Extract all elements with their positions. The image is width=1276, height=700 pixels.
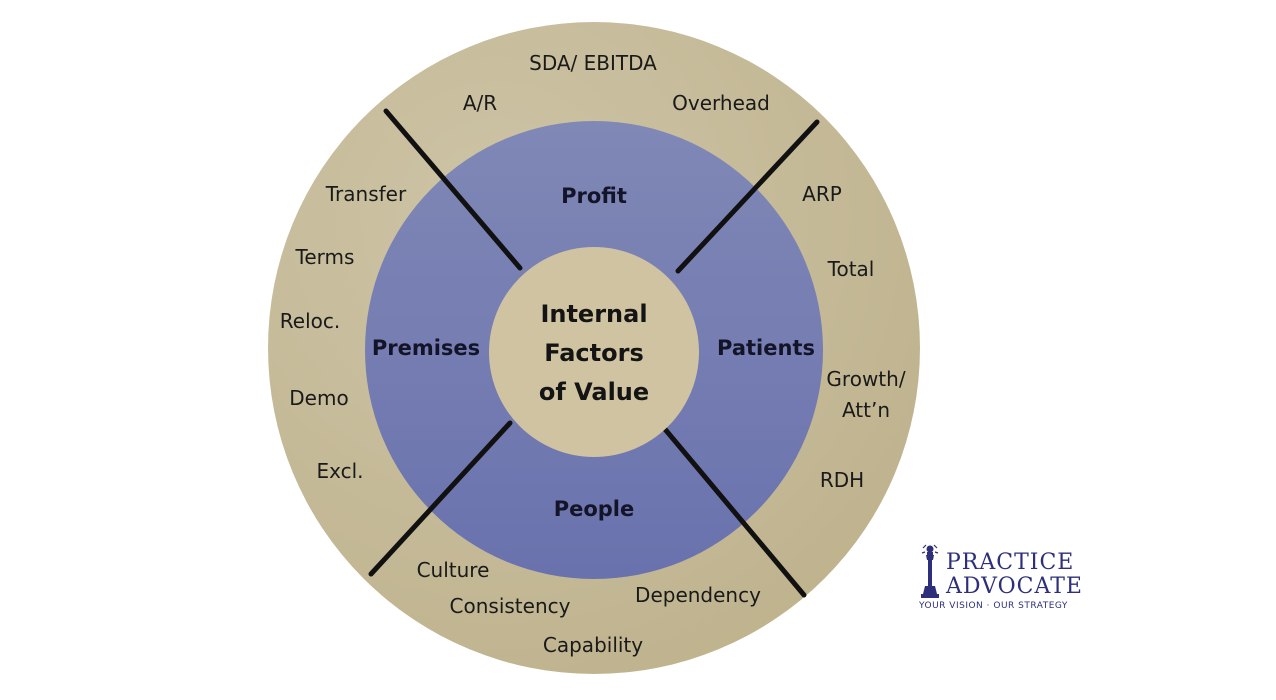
divider-line-bottom-left <box>368 420 513 577</box>
label-demo: Demo <box>289 386 348 410</box>
label-excl: Excl. <box>316 459 363 483</box>
logo-tagline: YOUR VISION · OUR STRATEGY <box>919 601 1068 611</box>
quadrant-profit: Profit <box>561 184 627 208</box>
chess-pawn-icon <box>921 544 939 598</box>
center-title-line-3: of Value <box>539 378 649 406</box>
center-title-line-1: Internal <box>540 300 647 328</box>
label-arp: ARP <box>802 182 842 206</box>
logo-line-1: PRACTICE <box>946 550 1075 575</box>
quadrant-people: People <box>554 497 635 521</box>
label-attn: Att’n <box>842 398 890 422</box>
label-overhead: Overhead <box>672 91 770 115</box>
quadrant-patients: Patients <box>717 336 815 360</box>
divider-line-top-left <box>383 108 523 271</box>
divider-line-top-right <box>675 119 820 274</box>
label-consistency: Consistency <box>450 594 571 618</box>
label-dependency: Dependency <box>635 583 761 607</box>
center-circle <box>489 247 699 457</box>
label-ar: A/R <box>463 91 497 115</box>
label-culture: Culture <box>417 558 490 582</box>
center-title-line-2: Factors <box>544 339 644 367</box>
label-sda-ebitda: SDA/ EBITDA <box>529 51 657 75</box>
quadrant-premises: Premises <box>372 336 480 360</box>
label-transfer: Transfer <box>325 182 407 206</box>
logo-line-2: ADVOCATE <box>946 574 1083 599</box>
label-capability: Capability <box>543 633 643 657</box>
practice-advocate-logo: PRACTICE ADVOCATE YOUR VISION · OUR STRA… <box>916 540 1096 615</box>
label-rdh: RDH <box>820 468 864 492</box>
label-growth: Growth/ <box>826 367 905 391</box>
label-total: Total <box>827 257 875 281</box>
divider-line-bottom-right <box>661 425 807 598</box>
label-terms: Terms <box>295 245 355 269</box>
label-reloc: Reloc. <box>280 309 340 333</box>
divider-lines <box>368 108 820 598</box>
